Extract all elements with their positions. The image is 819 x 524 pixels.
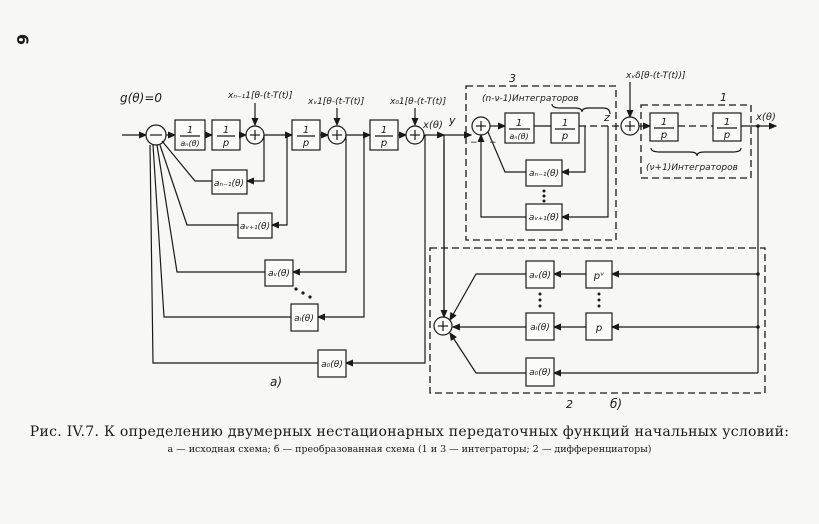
block-int1: 1 p bbox=[211, 119, 241, 151]
group2-number: 2 bbox=[566, 398, 573, 411]
svg-text:aₙ(θ): aₙ(θ) bbox=[509, 132, 528, 141]
output-x-b: x(θ) bbox=[755, 112, 776, 123]
svg-text:p: p bbox=[595, 323, 602, 334]
svg-text:aᵥ₊₁(θ): aᵥ₊₁(θ) bbox=[529, 213, 559, 223]
block-fb-anu: aᵥ(θ) bbox=[264, 259, 294, 287]
group1-number: 1 bbox=[720, 91, 727, 104]
svg-text:pᵛ: pᵛ bbox=[593, 271, 605, 282]
block-b-inv-an: 1 aₙ(θ) bbox=[504, 112, 535, 144]
svg-text:1: 1 bbox=[562, 118, 568, 129]
svg-text:a₀(θ): a₀(θ) bbox=[529, 368, 551, 378]
block-fb-a0: a₀(θ) bbox=[317, 349, 347, 378]
z-label: z bbox=[603, 111, 610, 124]
block-b-int-b1: 1 p bbox=[649, 112, 679, 142]
svg-text:p: p bbox=[222, 138, 229, 149]
block-b-int-b2: 1 p bbox=[712, 112, 742, 142]
svg-text:p: p bbox=[380, 138, 387, 149]
schema-b-label: б) bbox=[610, 397, 622, 411]
block-b-fb-anu1: aᵥ₊₁(θ) bbox=[525, 203, 563, 231]
group1-box bbox=[640, 104, 752, 179]
svg-text:1: 1 bbox=[516, 118, 522, 129]
delta-input-label: xᵥδ[θ-(t-T(t))] bbox=[625, 71, 686, 81]
svg-text:aₙ₋₁(θ): aₙ₋₁(θ) bbox=[214, 179, 244, 189]
svg-text:1: 1 bbox=[223, 125, 229, 136]
svg-text:1: 1 bbox=[661, 117, 667, 128]
svg-text:aᵢ(θ): aᵢ(θ) bbox=[530, 323, 550, 333]
block-diff-anu: aᵥ(θ) bbox=[525, 260, 555, 289]
schema-a-label: а) bbox=[270, 375, 282, 389]
input-xnu: xᵥ1[θ-(t-T(t)] bbox=[307, 97, 365, 107]
svg-text:p: p bbox=[302, 138, 309, 149]
block-b-int-a: 1 p bbox=[550, 112, 580, 144]
svg-text:aᵥ(θ): aᵥ(θ) bbox=[529, 271, 551, 281]
group2-box bbox=[429, 247, 766, 394]
svg-text:p: p bbox=[660, 130, 667, 141]
svg-text:−: − bbox=[470, 138, 478, 148]
svg-text:aᵢ(θ): aᵢ(θ) bbox=[294, 314, 314, 324]
svg-text:a₀(θ): a₀(θ) bbox=[321, 360, 343, 370]
svg-text:1: 1 bbox=[303, 125, 309, 136]
block-diff-ai: aᵢ(θ) bbox=[525, 312, 555, 341]
schema-a: g(θ)=0 1 aₙ(θ) 1 p xₙ₋₁1[θ-(t-T(t)] 1 bbox=[120, 91, 447, 389]
block-int3: 1 p bbox=[369, 119, 399, 151]
svg-text:p: p bbox=[561, 131, 568, 142]
input-x0: x₀1[θ-(t-T(t)] bbox=[389, 97, 447, 107]
svg-text:1: 1 bbox=[724, 117, 730, 128]
block-fb-an1: aₙ₋₁(θ) bbox=[211, 169, 248, 195]
svg-text:1: 1 bbox=[187, 125, 193, 136]
figure-caption-title: Рис. IV.7. К определению двумерных неста… bbox=[29, 424, 790, 440]
svg-text:−: − bbox=[489, 138, 497, 148]
svg-text:aₙ(θ): aₙ(θ) bbox=[180, 139, 199, 148]
input-label: g(θ)=0 bbox=[120, 91, 162, 105]
block-diff-p: p bbox=[585, 312, 613, 341]
svg-text:aᵥ₊₁(θ): aᵥ₊₁(θ) bbox=[240, 222, 270, 232]
group1-title: (ν+1)Интеграторов bbox=[646, 163, 738, 173]
input-xn1: xₙ₋₁1[θ-(t-T(t)] bbox=[227, 91, 293, 101]
svg-text:p: p bbox=[723, 130, 730, 141]
svg-text:aₙ₋₁(θ): aₙ₋₁(θ) bbox=[529, 169, 559, 179]
y-label: y bbox=[448, 114, 456, 127]
group3-number: 3 bbox=[509, 72, 516, 85]
svg-text:1: 1 bbox=[381, 125, 387, 136]
block-fb-ai: aᵢ(θ) bbox=[290, 303, 319, 332]
group3-title: (n-ν-1)Интеграторов bbox=[482, 94, 579, 104]
block-diff-pnu: pᵛ bbox=[585, 260, 613, 289]
block-inv-an: 1 aₙ(θ) bbox=[174, 119, 206, 151]
schema-b: y 3 (n-ν-1)Интеграторов 1 aₙ(θ) 1 p z aₙ bbox=[429, 71, 778, 411]
block-fb-anu1: aᵥ₊₁(θ) bbox=[237, 212, 273, 239]
block-b-fb-an1: aₙ₋₁(θ) bbox=[525, 159, 563, 187]
figure-caption-sub: а — исходная схема; б — преобразованная … bbox=[167, 444, 652, 455]
block-diff-a0: a₀(θ) bbox=[525, 357, 555, 387]
block-int2: 1 p bbox=[291, 119, 321, 151]
svg-text:aᵥ(θ): aᵥ(θ) bbox=[268, 269, 290, 279]
output-x-a: x(θ) bbox=[422, 120, 443, 131]
group3-box bbox=[465, 85, 617, 241]
